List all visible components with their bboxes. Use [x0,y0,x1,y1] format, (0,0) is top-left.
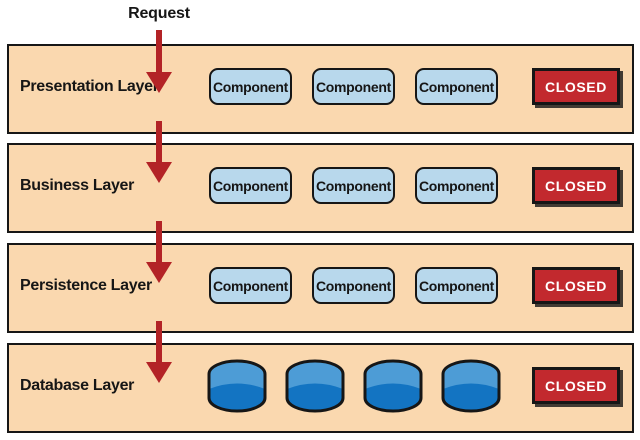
database-layer-band: Database Layer CLOSED [7,343,634,433]
layer-label: Business Layer [20,176,135,194]
closed-badge: CLOSED [532,68,620,105]
component-box: Component [209,68,292,105]
closed-badge: CLOSED [532,267,620,304]
request-label: Request [128,5,190,22]
database-cylinder-icon [441,359,501,413]
component-box: Component [209,267,292,304]
component-box: Component [415,267,498,304]
layer-label: Persistence Layer [20,276,152,294]
layer-label: Presentation Layer [20,77,159,95]
closed-badge: CLOSED [532,367,620,404]
component-box: Component [312,167,395,204]
database-cylinder-icon [207,359,267,413]
business-layer-band: Business Layer Component Component Compo… [7,143,634,233]
closed-badge: CLOSED [532,167,620,204]
component-box: Component [415,167,498,204]
persistence-layer-band: Persistence Layer Component Component Co… [7,243,634,333]
database-cylinder-icon [285,359,345,413]
presentation-layer-band: Presentation Layer Component Component C… [7,44,634,134]
component-box: Component [209,167,292,204]
component-box: Component [415,68,498,105]
component-box: Component [312,68,395,105]
component-box: Component [312,267,395,304]
database-cylinder-icon [363,359,423,413]
layer-label: Database Layer [20,376,135,394]
